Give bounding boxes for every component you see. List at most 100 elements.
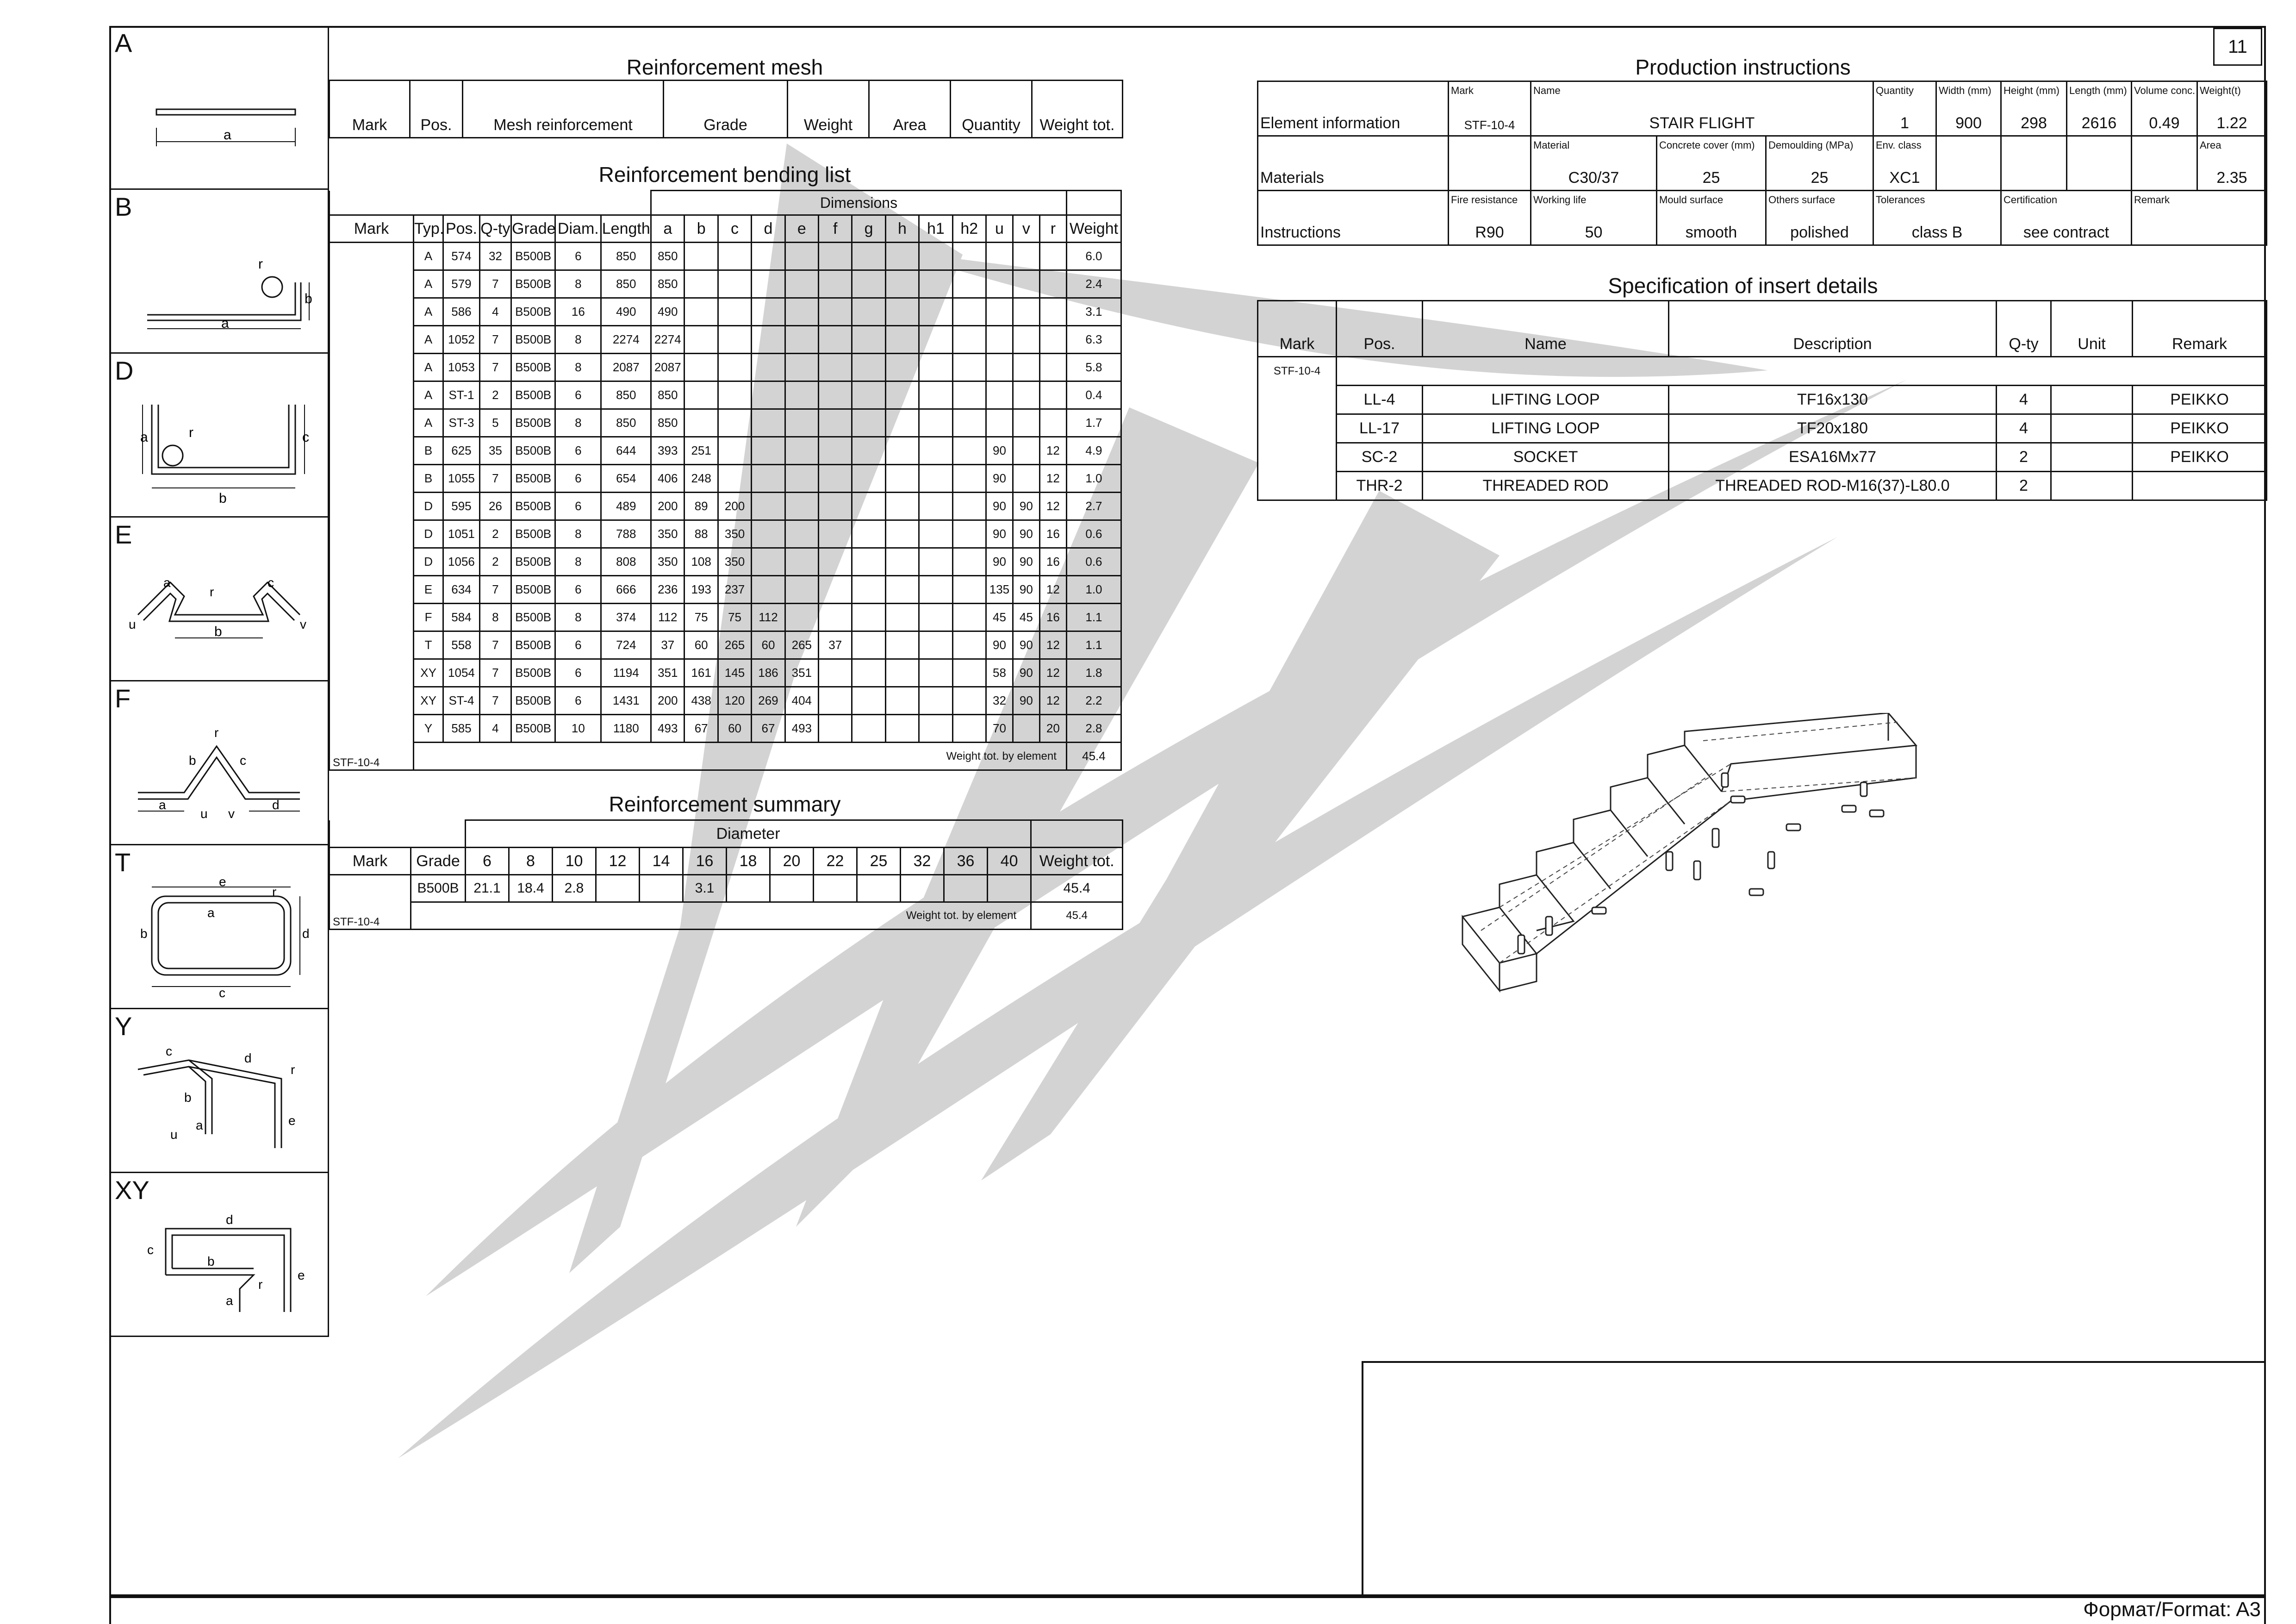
mesh-header-quantity: Quantity <box>950 80 1033 138</box>
bending-cell <box>884 575 920 604</box>
bending-cell <box>952 686 987 715</box>
bending-cell: B500B <box>510 464 556 493</box>
frame-edge-right <box>2264 1596 2266 1624</box>
bending-header-2: Pos. <box>442 214 480 243</box>
bending-cell: 265 <box>784 631 820 660</box>
bending-cell <box>1012 464 1040 493</box>
summary-value <box>986 874 1032 903</box>
summary-header-diameter: 18 <box>726 847 771 875</box>
bending-cell: 120 <box>717 686 753 715</box>
bending-header-12: f <box>818 214 853 243</box>
bending-cell <box>918 714 953 743</box>
bending-cell: 26 <box>479 492 512 521</box>
bending-cell <box>851 658 886 687</box>
mesh-header-mark: Mark <box>329 80 411 138</box>
production-title: Production instructions <box>1635 55 1851 79</box>
bending-cell <box>851 464 886 493</box>
bending-cell <box>717 353 753 382</box>
length-value: 2616 <box>2081 114 2117 132</box>
bending-cell <box>1039 408 1067 437</box>
bending-cell: 161 <box>684 658 719 687</box>
bending-header-0: Mark <box>328 214 415 243</box>
bending-cell <box>684 381 719 410</box>
bending-cell <box>717 408 753 437</box>
bending-mark: STF-10-4 <box>328 242 415 771</box>
bending-cell <box>784 492 820 521</box>
summary-value <box>813 874 858 903</box>
bending-cell: 1194 <box>600 658 652 687</box>
bending-cell: 350 <box>650 519 685 549</box>
area-value: 2.35 <box>2216 169 2247 187</box>
dim-c: c <box>240 753 246 768</box>
bending-cell <box>751 408 786 437</box>
bending-header-4: Grade <box>510 214 556 243</box>
bending-title: Reinforcement bending list <box>598 162 851 187</box>
volume-value: 0.49 <box>2149 114 2180 132</box>
bending-cell: 32 <box>479 242 512 271</box>
bending-cell <box>751 325 786 354</box>
name-label: Name <box>1533 85 1561 96</box>
bending-cell: 850 <box>600 381 652 410</box>
shape-cell-xy: XY d b c a e r <box>110 1173 328 1337</box>
bending-cell: 2.7 <box>1065 492 1122 521</box>
bending-cell: 8 <box>554 353 602 382</box>
bending-cell: 850 <box>600 408 652 437</box>
bending-cell <box>918 658 953 687</box>
summary-header-diameter: 36 <box>943 847 988 875</box>
shape-column-divider <box>328 26 329 1337</box>
bending-cell <box>784 353 820 382</box>
height-value: 298 <box>2021 114 2047 132</box>
bending-cell <box>851 408 886 437</box>
tolerances-value: class B <box>1911 224 1963 241</box>
area-label: Area <box>2200 139 2221 151</box>
bending-cell: 7 <box>479 575 512 604</box>
shape-b-sketch: a b r <box>147 256 312 331</box>
bending-cell <box>884 686 920 715</box>
certification-value: see contract <box>2023 224 2109 241</box>
bending-cell: 1.8 <box>1065 658 1122 687</box>
bending-cell: 108 <box>684 547 719 576</box>
bending-cell: 200 <box>717 492 753 521</box>
bending-cell: 6 <box>554 492 602 521</box>
bending-cell <box>1012 408 1040 437</box>
summary-value: 3.1 <box>682 874 727 903</box>
bending-cell: 574 <box>442 242 480 271</box>
name-value: STAIR FLIGHT <box>1649 114 1755 132</box>
bending-cell: 1056 <box>442 547 480 576</box>
bending-cell: 808 <box>600 547 652 576</box>
bending-cell: 7 <box>479 686 512 715</box>
insert-cell <box>2050 385 2133 415</box>
bending-cell: 350 <box>717 519 753 549</box>
bending-cell <box>985 269 1014 299</box>
bending-cell <box>918 325 953 354</box>
bending-cell <box>1012 325 1040 354</box>
others-surface-value: polished <box>1790 224 1849 241</box>
bending-cell: 625 <box>442 436 480 465</box>
inserts-header-1: Pos. <box>1336 300 1423 357</box>
dim-e: e <box>219 874 226 889</box>
shape-letter: D <box>115 356 134 385</box>
bending-cell <box>818 269 853 299</box>
bending-cell: 251 <box>684 436 719 465</box>
summary-value <box>726 874 771 903</box>
insert-cell <box>2050 471 2133 501</box>
bending-cell: 70 <box>985 714 1014 743</box>
dim-r: r <box>210 585 214 599</box>
bending-cell: B500B <box>510 381 556 410</box>
bending-cell <box>751 436 786 465</box>
dim-a: a <box>226 1293 233 1308</box>
insert-cell <box>2050 413 2133 443</box>
bending-cell: 12 <box>1039 686 1067 715</box>
volume-label: Volume conc. <box>2134 85 2196 96</box>
summary-header-mark: Mark <box>329 847 411 875</box>
dim-r: r <box>258 1277 262 1292</box>
bending-cell <box>784 547 820 576</box>
dim-a: a <box>163 575 171 590</box>
summary-header-diameter: 20 <box>769 847 814 875</box>
bending-cell <box>918 686 953 715</box>
bending-cell: 1.0 <box>1065 464 1122 493</box>
bending-cell: 654 <box>600 464 652 493</box>
inserts-header-2: Name <box>1422 300 1669 357</box>
dim-a: a <box>196 1118 203 1132</box>
